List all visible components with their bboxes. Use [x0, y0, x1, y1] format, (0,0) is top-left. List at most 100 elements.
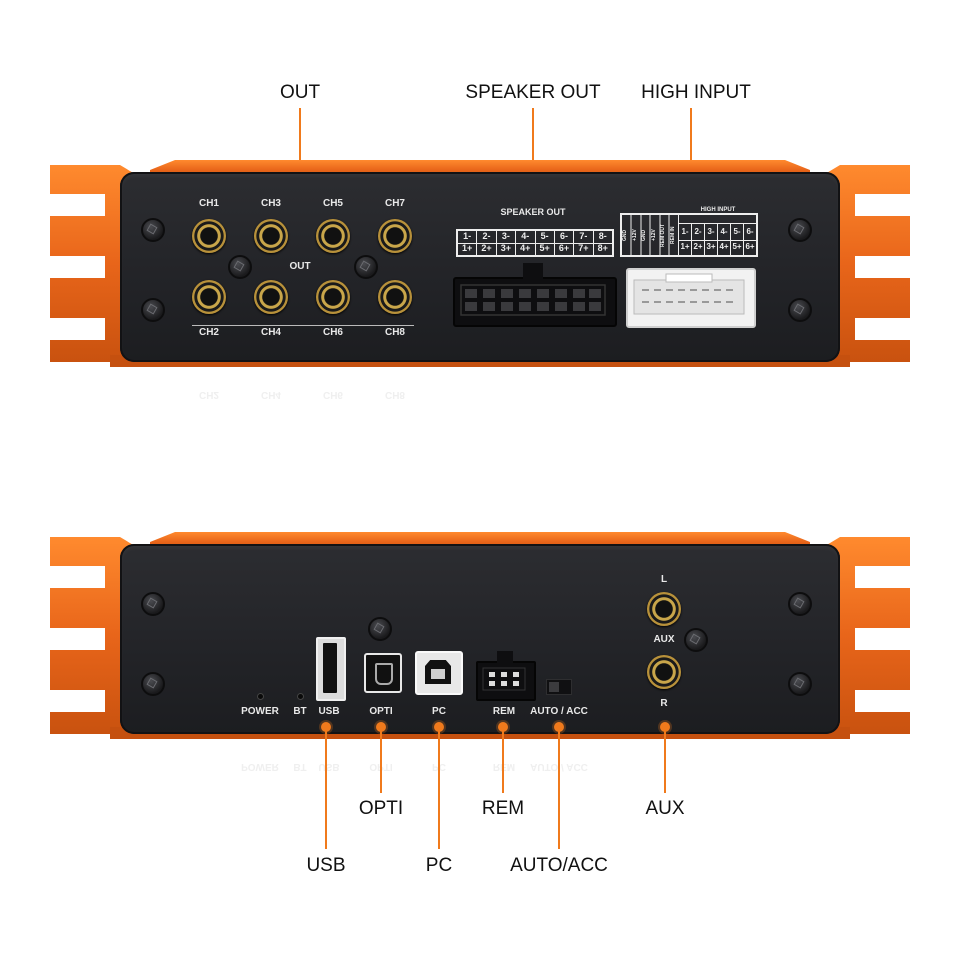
rem-connector[interactable]: [476, 651, 536, 701]
auto-acc-switch[interactable]: [546, 679, 572, 695]
terminal-cell: 4+: [718, 239, 731, 255]
rca-jack-ch3[interactable]: [254, 219, 288, 253]
reflection-label: POWER: [241, 761, 279, 772]
channel-label: CH4: [260, 327, 282, 338]
screw-icon: [788, 298, 812, 322]
terminal-cell: REM IN: [669, 226, 676, 244]
screw-icon: [684, 628, 708, 652]
speaker-pos-row: 1+ 2+ 3+ 4+ 5+ 6+ 7+ 8+: [458, 243, 612, 255]
callout-line-usb: [325, 727, 327, 849]
pc-usb-b-port[interactable]: [415, 651, 463, 695]
terminal-cell: 3-: [705, 224, 718, 240]
callout-usb: USB: [306, 855, 346, 876]
switch-knob: [549, 682, 559, 692]
terminal-cell: GND: [622, 215, 632, 255]
channel-label: CH2: [198, 327, 220, 338]
high-input-connector[interactable]: [626, 268, 756, 328]
terminal-cell: 4-: [516, 231, 536, 243]
terminal-cell: 8+: [597, 243, 608, 253]
terminal-cell: 5+: [536, 243, 555, 255]
speaker-terminal-legend: 1- 2- 3- 4- 5- 6- 7- 8- 1+ 2+ 3+ 4+ 5+ 6…: [456, 229, 614, 257]
callout-line-pc: [438, 727, 440, 849]
usb-port-tongue: [323, 643, 337, 693]
high-input-legend: GND +12V GND +12V REM OUT REM IN 1- 2- 3…: [620, 213, 758, 257]
terminal-cell: 7+: [574, 243, 594, 255]
terminal-cell: 3-: [497, 231, 517, 243]
optical-port-shutter: [375, 663, 393, 685]
reflection-label: CH8: [384, 389, 406, 400]
terminal-cell: 7-: [574, 231, 594, 243]
screw-icon: [228, 255, 252, 279]
optical-port[interactable]: [364, 653, 402, 693]
power-led-icon: [258, 694, 263, 699]
reflection-label: USB: [318, 761, 340, 772]
callout-rem: REM: [481, 798, 525, 819]
aux-label: AUX: [653, 634, 675, 645]
channel-label: CH3: [260, 198, 282, 209]
bottom-faceplate: [120, 544, 840, 734]
bt-label: BT: [293, 706, 307, 717]
terminal-cell: REM OUT: [660, 215, 670, 255]
out-label: OUT: [289, 261, 311, 272]
screw-icon: [354, 255, 378, 279]
rca-jack-ch5[interactable]: [316, 219, 350, 253]
terminal-cell: 3+: [497, 243, 517, 255]
terminal-cell: GND: [641, 215, 651, 255]
screw-icon: [141, 298, 165, 322]
callout-line-speaker-out: [532, 108, 534, 198]
terminal-cell: 2+: [477, 243, 497, 255]
terminal-cell: 6-: [746, 227, 754, 236]
reflection-label: CH2: [198, 389, 220, 400]
channel-label: CH7: [384, 198, 406, 209]
reflection-label: REM: [492, 761, 516, 772]
rca-jack-ch2[interactable]: [192, 280, 226, 314]
terminal-cell: 2-: [692, 224, 705, 240]
aux-r-rca-jack[interactable]: [647, 655, 681, 689]
rca-jack-ch7[interactable]: [378, 219, 412, 253]
callout-line-out: [299, 108, 301, 188]
terminal-cell: 1+: [458, 243, 478, 255]
screw-icon: [368, 617, 392, 641]
screw-icon: [788, 672, 812, 696]
terminal-cell: 4+: [516, 243, 536, 255]
high-input-label: HIGH INPUT: [700, 207, 736, 213]
callout-high-input: HIGH INPUT: [641, 82, 751, 103]
callout-line-opti: [380, 727, 382, 793]
screw-icon: [141, 218, 165, 242]
opti-label: OPTI: [369, 706, 393, 717]
pc-port-pin: [431, 669, 445, 679]
bt-led-icon: [298, 694, 303, 699]
terminal-cell: 3+: [705, 239, 718, 255]
usb-port[interactable]: [316, 637, 346, 701]
channel-label: CH8: [384, 327, 406, 338]
channel-divider: [192, 325, 414, 326]
callout-aux: AUX: [645, 798, 685, 819]
callout-pc: PC: [425, 855, 453, 876]
callout-speaker-out: SPEAKER OUT: [465, 82, 601, 103]
terminal-cell: 2-: [477, 231, 497, 243]
terminal-cell: 6+: [745, 242, 755, 251]
aux-r-label: R: [660, 698, 668, 709]
terminal-cell: +12V: [631, 215, 641, 255]
callout-out: OUT: [279, 82, 321, 103]
reflection-label: BT: [293, 761, 307, 772]
screw-icon: [788, 592, 812, 616]
rca-jack-ch6[interactable]: [316, 280, 350, 314]
speaker-out-connector[interactable]: [453, 263, 617, 327]
rca-jack-ch4[interactable]: [254, 280, 288, 314]
rem-latch: [497, 651, 513, 663]
usb-label: USB: [318, 706, 340, 717]
rca-jack-ch8[interactable]: [378, 280, 412, 314]
terminal-cell: 2+: [692, 239, 705, 255]
terminal-cell: 1-: [458, 231, 478, 243]
callout-opti: OPTI: [358, 798, 404, 819]
aux-l-rca-jack[interactable]: [647, 592, 681, 626]
terminal-cell: 8-: [598, 231, 607, 241]
pc-label: PC: [432, 706, 446, 717]
channel-label: CH5: [322, 198, 344, 209]
rca-jack-ch1[interactable]: [192, 219, 226, 253]
terminal-cell: 4-: [718, 224, 731, 240]
reflection-label: CH6: [322, 389, 344, 400]
rem-label: REM: [492, 706, 516, 717]
screw-icon: [141, 672, 165, 696]
